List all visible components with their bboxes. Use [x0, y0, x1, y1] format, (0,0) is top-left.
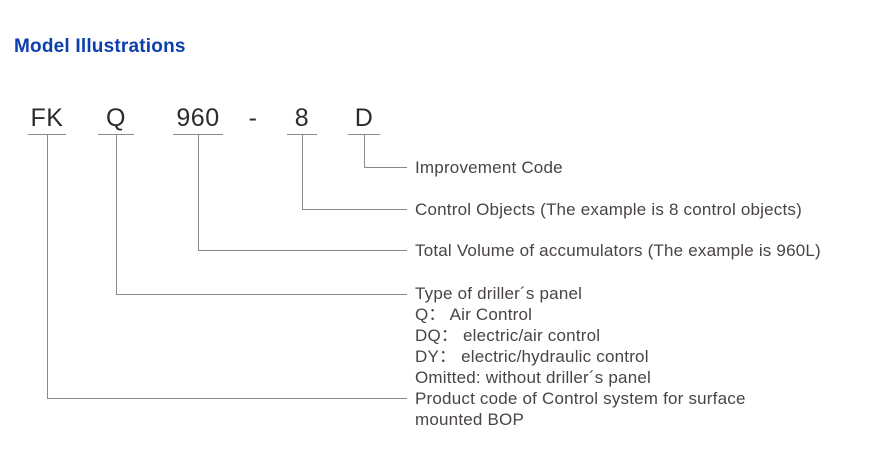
driller-panel-option-q: Q： Air Control [415, 305, 533, 324]
underline-960 [173, 134, 223, 135]
driller-panel-option-dq: DQ： electric/air control [415, 326, 601, 345]
label-driller-panel-title: Type of driller´s panel [415, 284, 583, 303]
connector-vertical-control-objects [302, 135, 303, 209]
driller-panel-option-omitted: Omitted: without driller´s panel [415, 368, 651, 387]
code-part-8: 8 [294, 104, 310, 132]
underline-8 [287, 134, 317, 135]
label-control-objects: Control Objects (The example is 8 contro… [415, 200, 802, 219]
code-part-dash: - [248, 104, 258, 132]
driller-panel-option-dy: DY： electric/hydraulic control [415, 347, 649, 366]
underline-fk [28, 134, 66, 135]
connector-horizontal-driller-panel [116, 294, 407, 295]
code-part-fk: FK [30, 104, 64, 132]
underline-q [98, 134, 134, 135]
connector-horizontal-improvement [364, 167, 407, 168]
code-part-d: D [354, 104, 374, 132]
connector-vertical-driller-panel [116, 135, 117, 294]
code-part-q: Q [106, 104, 126, 132]
connector-horizontal-product-code [47, 398, 407, 399]
connector-horizontal-control-objects [302, 209, 407, 210]
label-improvement-code: Improvement Code [415, 158, 563, 177]
label-product-code: Product code of Control system for surfa… [415, 389, 746, 429]
connector-vertical-total-volume [198, 135, 199, 250]
label-driller-panel-block: Type of driller´s panel Q： Air Control D… [415, 283, 651, 388]
label-total-volume: Total Volume of accumulators (The exampl… [415, 241, 821, 260]
connector-vertical-improvement [364, 135, 365, 167]
connector-vertical-product-code [47, 135, 48, 398]
underline-d [348, 134, 380, 135]
connector-horizontal-total-volume [198, 250, 407, 251]
code-part-960: 960 [176, 104, 220, 132]
page-title: Model Illustrations [14, 36, 186, 57]
